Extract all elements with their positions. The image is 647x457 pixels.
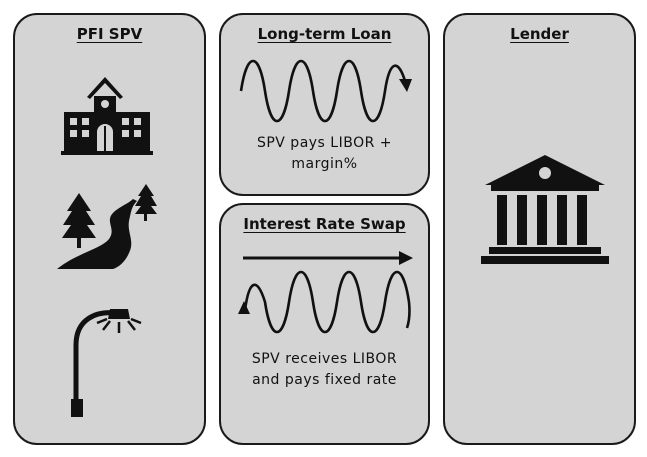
loan-caption-line2: margin% <box>291 156 358 172</box>
long-term-loan-title: Long-term Loan <box>257 25 392 43</box>
lender-title: Lender <box>510 25 569 43</box>
pfi-spv-panel: PFI SPV <box>13 13 206 445</box>
loan-caption-line1: SPV pays LIBOR + <box>256 135 393 151</box>
interest-rate-swap-title: Interest Rate Swap <box>243 215 406 233</box>
loan-caption: SPV pays LIBOR + margin% <box>221 133 428 175</box>
bank-building-icon <box>481 155 609 264</box>
right-arrow-icon <box>243 251 413 265</box>
interest-rate-swap-panel: Interest Rate Swap SPV receives LIBOR an… <box>219 203 430 445</box>
pfi-spv-title: PFI SPV <box>76 25 143 43</box>
street-lamp-icon <box>71 309 142 417</box>
school-building-icon <box>61 77 153 155</box>
sine-wave-arrow-right-icon <box>239 59 412 123</box>
swap-caption-line1: SPV receives LIBOR <box>251 351 398 367</box>
swap-caption: SPV receives LIBOR and pays fixed rate <box>221 349 428 391</box>
long-term-loan-panel: Long-term Loan SPV pays LIBOR + margin% <box>219 13 430 196</box>
sine-wave-arrow-left-icon <box>238 270 411 334</box>
road-with-trees-icon <box>57 184 157 269</box>
lender-panel: Lender <box>443 13 636 445</box>
swap-caption-line2: and pays fixed rate <box>252 372 397 388</box>
